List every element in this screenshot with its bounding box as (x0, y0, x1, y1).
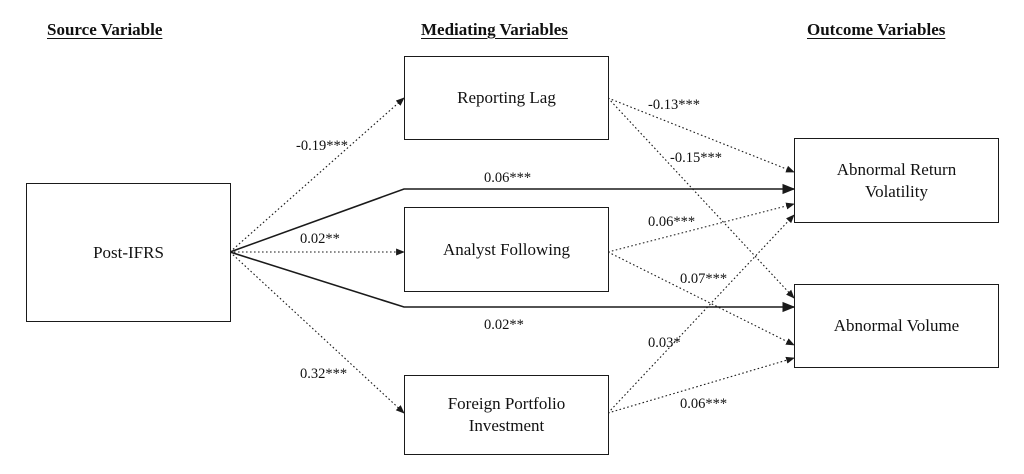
node-analyst-following: Analyst Following (404, 207, 609, 292)
coef-ifrs-to-reporting-lag: -0.19*** (296, 138, 348, 154)
arrow-foreign-portfolio-to-abnormal-volume (607, 356, 795, 414)
coef-foreign-portfolio-to-return-volatility: 0.03* (648, 335, 681, 351)
coef-analyst-following-to-abnormal-volume: 0.07*** (680, 271, 727, 287)
abnormal-return-label-line1: Abnormal Return (836, 159, 957, 179)
arrow-analyst-following-to-return-volatility (607, 202, 795, 253)
arrow-foreign-portfolio-to-return-volatility (607, 214, 795, 414)
analyst-following-label: Analyst Following (442, 239, 571, 259)
abnormal-volume-label: Abnormal Volume (833, 316, 960, 335)
node-reporting-lag: Reporting Lag (404, 56, 609, 140)
coef-ifrs-to-return-volatility: 0.06*** (484, 170, 531, 186)
coef-reporting-lag-to-abnormal-volume: -0.15*** (670, 150, 722, 166)
arrow-ifrs-to-abnormal-volume (229, 251, 796, 313)
post-ifrs-label: Post-IFRS (93, 242, 164, 262)
foreign-portfolio-label-line2: Investment (468, 416, 545, 435)
coef-foreign-portfolio-to-abnormal-volume: 0.06*** (680, 396, 727, 412)
coef-analyst-following-to-return-volatility: 0.06*** (648, 214, 695, 230)
source-variable-header: Source Variable (47, 20, 163, 39)
reporting-lag-label: Reporting Lag (457, 88, 556, 107)
coef-reporting-lag-to-return-volatility: -0.13*** (648, 97, 700, 113)
foreign-portfolio-label-line1: Foreign Portfolio (447, 394, 566, 413)
arrow-ifrs-to-reporting-lag (229, 97, 405, 253)
node-abnormal-volume: Abnormal Volume (794, 284, 999, 368)
coef-ifrs-to-foreign-portfolio: 0.32*** (300, 366, 347, 382)
coef-ifrs-to-abnormal-volume: 0.02** (484, 317, 524, 333)
node-abnormal-return-volatility: Abnormal Return Volatility (794, 138, 999, 223)
arrow-ifrs-to-return-volatility (229, 183, 796, 253)
outcome-variables-header: Outcome Variables (807, 20, 946, 39)
arrow-ifrs-to-foreign-portfolio (229, 251, 405, 414)
arrow-analyst-following-to-abnormal-volume (607, 251, 795, 346)
abnormal-return-label-line2: Volatility (865, 181, 928, 201)
mediating-variables-header: Mediating Variables (421, 20, 568, 39)
node-post-ifrs: Post-IFRS (26, 183, 231, 322)
coef-ifrs-to-analyst-following: 0.02** (300, 231, 340, 247)
arrow-reporting-lag-to-abnormal-volume (607, 97, 795, 299)
arrow-reporting-lag-to-return-volatility (607, 97, 795, 173)
node-foreign-portfolio-investment: Foreign Portfolio Investment (404, 375, 609, 455)
